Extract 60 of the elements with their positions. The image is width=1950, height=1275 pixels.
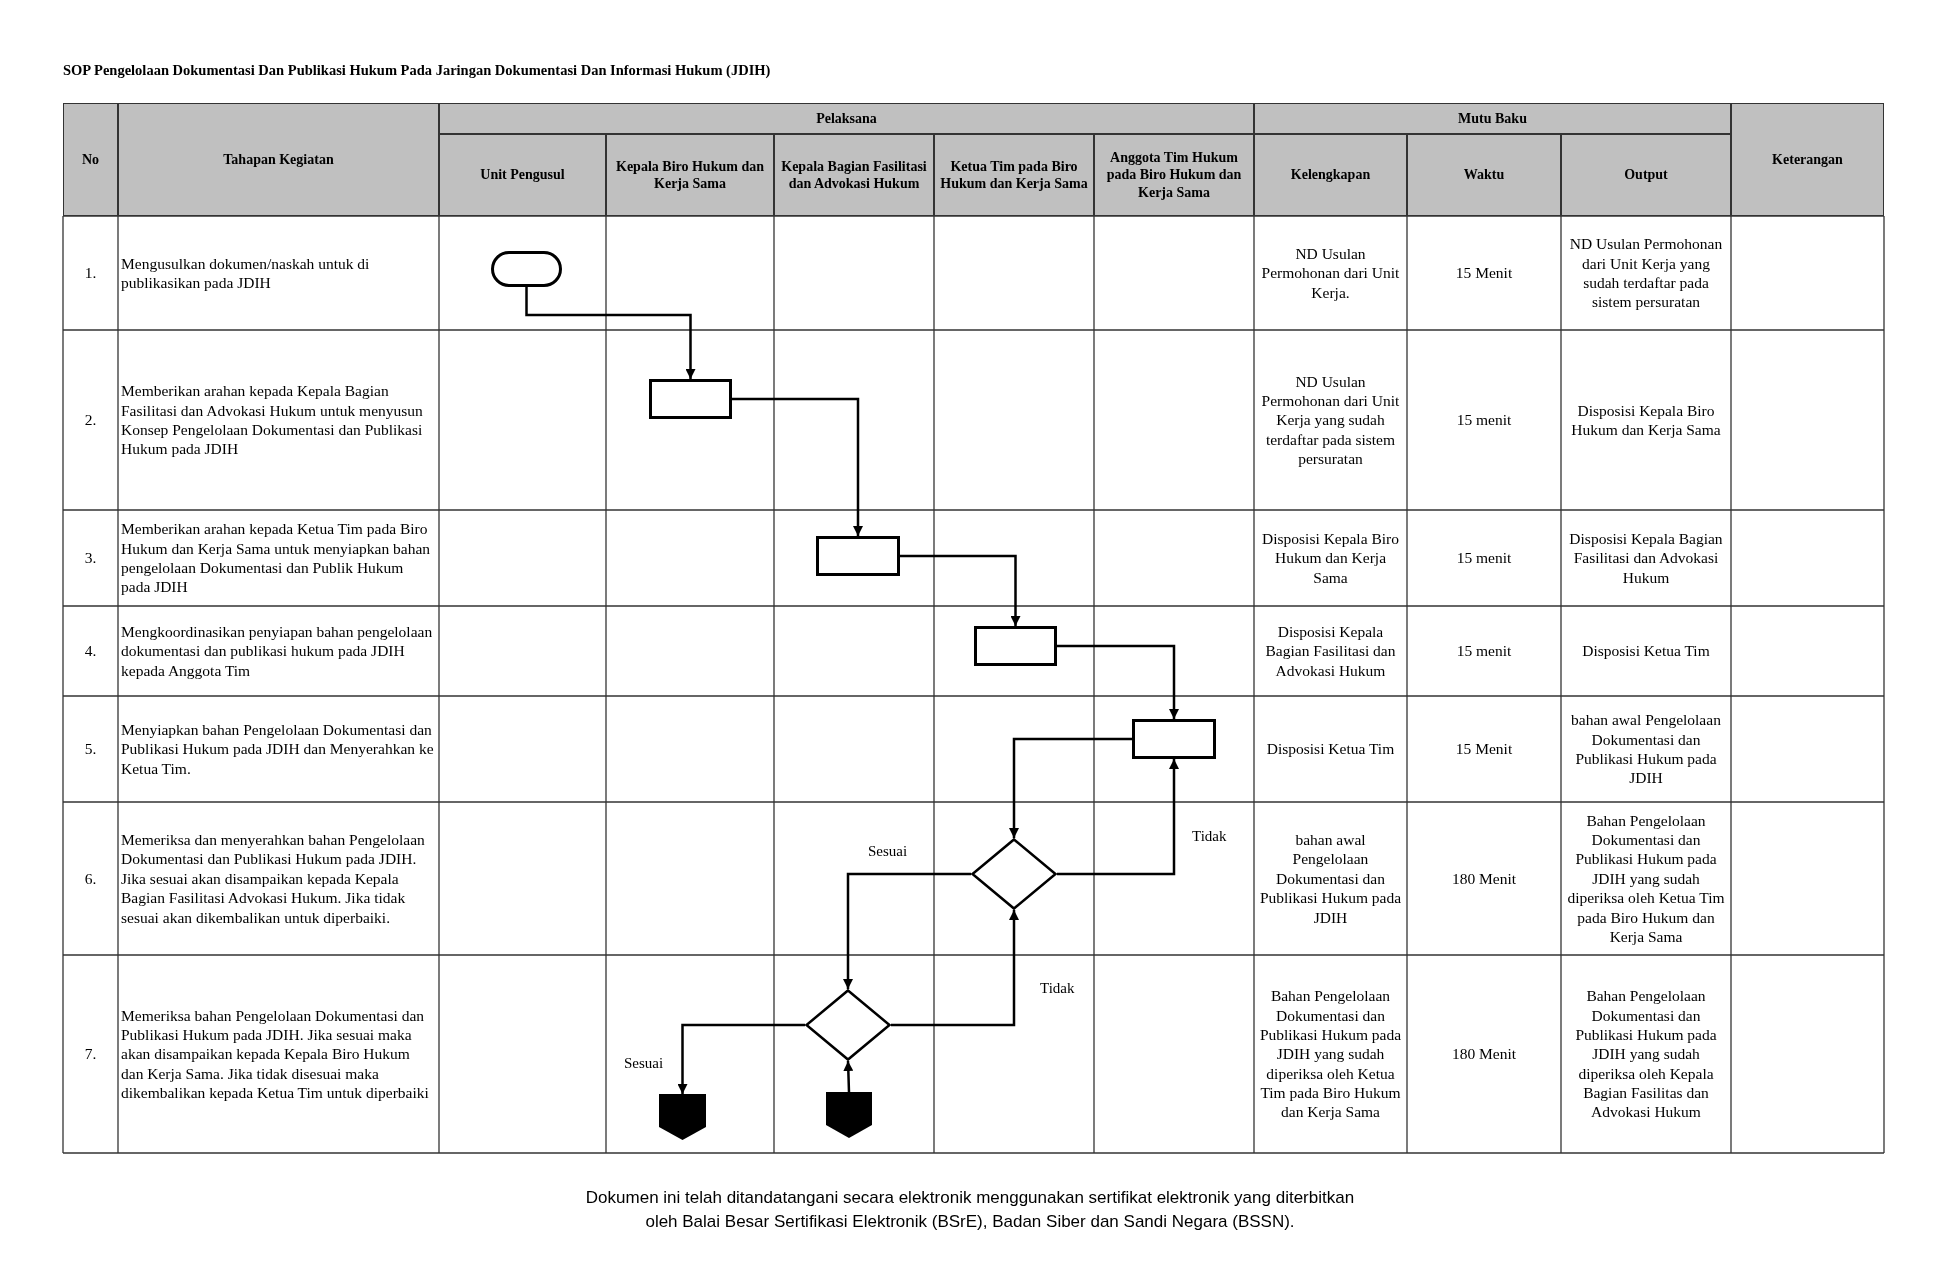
column-header: Mutu Baku <box>1254 103 1731 134</box>
arrow <box>677 1023 805 1094</box>
arrow <box>1009 737 1132 838</box>
table-cell-text: bahan awal Pengelolaan Dokumentasi dan Publikasi Hukum pada JDIH <box>1570 710 1722 789</box>
footer-note: Dokumen ini telah ditandatangani secara elektronik menggunakan sertifikat elektronik yang diterbitkan oleh Balai Besar Sertifikasi Elektronik (BSrE), Badan Siber dan Sandi Negara (BSSN). <box>584 1187 1356 1233</box>
table-cell-text: Disposisi Ketua Tim <box>1265 739 1396 760</box>
table-cell-text: 15 Menit <box>1454 739 1514 760</box>
step-number: 4. <box>83 641 98 662</box>
table-cell-text: Disposisi Kepala Biro Hukum dan Kerja Sama <box>1261 528 1400 588</box>
table-cell-text: 180 Menit <box>1450 1044 1518 1065</box>
column-header: Pelaksana <box>439 103 1254 134</box>
arrow <box>732 397 863 536</box>
arrow <box>525 287 696 379</box>
column-header: Kepala Bagian Fasilitasi dan Advokasi Hukum <box>774 134 934 216</box>
table-cell-text: Disposisi Ketua Tim <box>1581 641 1711 662</box>
column-header: Unit Pengusul <box>439 134 606 216</box>
column-header: Output <box>1561 134 1731 216</box>
column-header: Kepala Biro Hukum dan Kerja Sama <box>606 134 774 216</box>
step-number: 2. <box>83 410 98 431</box>
step-number: 7. <box>83 1044 98 1065</box>
table-cell-text: bahan awal Pengelolaan Dokumentasi dan Publikasi Hukum pada JDIH <box>1258 830 1403 928</box>
column-header: Kelengkapan <box>1254 134 1407 216</box>
step-description: Memeriksa bahan Pengelolaan Dokumentasi dan Publikasi Hukum pada JDIH. Jika sesuai maka akan disampaikan kepada Kepala Biro Hukum dan Kerja Sama. Jika tidak disesuai maka dikembalikan kepada Ketua Tim untuk diperbaiki <box>120 1005 430 1104</box>
table-cell-text: Bahan Pengelolaan Dokumentasi dan Publikasi Hukum pada JDIH yang sudah diperiksa oleh Ketua Tim pada Biro Hukum dan Kerja Sama <box>1566 810 1726 947</box>
step-number: 3. <box>83 548 98 569</box>
table-cell-text: ND Usulan Permohonan dari Unit Kerja yang sudah terdaftar pada sistem persuratan <box>1568 234 1724 313</box>
step-number: 6. <box>83 868 98 889</box>
step-description: Mengusulkan dokumen/naskah untuk di publikasikan pada JDIH <box>120 253 371 293</box>
column-header: Keterangan <box>1731 103 1884 216</box>
column-header: Anggota Tim Hukum pada Biro Hukum dan Kerja Sama <box>1094 134 1254 216</box>
step-description: Mengkoordinasikan penyiapan bahan pengelolaan dokumentasi dan publikasi hukum pada JDIH kepada Anggota Tim <box>120 621 434 681</box>
table-cell-text: Disposisi Kepala Bagian Fasilitasi dan Advokasi Hukum <box>1568 528 1724 588</box>
table-cell-text: Bahan Pengelolaan Dokumentasi dan Publikasi Hukum pada JDIH yang sudah diperiksa oleh Kepala Bagian Fasilitas dan Advokasi Hukum <box>1574 986 1718 1123</box>
table-cell-text: 15 menit <box>1455 410 1513 431</box>
title: SOP Pengelolaan Dokumentasi Dan Publikasi Hukum Pada Jaringan Dokumentasi Dan Informasi Hukum (JDIH) <box>63 62 771 79</box>
step-description: Memberikan arahan kepada Ketua Tim pada Biro Hukum dan Kerja Sama untuk menyiapkan bahan pengelolaan Dokumentasi dan Publik Hukum pada JDIH <box>120 519 432 598</box>
arrow <box>843 872 971 989</box>
step-description: Memberikan arahan kepada Kepala Bagian Fasilitasi dan Advokasi Hukum untuk menyusun Konsep Pengelolaan Dokumentasi dan Publikasi Hukum pada JDIH <box>120 381 424 460</box>
table-cell-text: 15 menit <box>1455 641 1513 662</box>
column-header: Waktu <box>1407 134 1561 216</box>
table-cell-text: Bahan Pengelolaan Dokumentasi dan Publikasi Hukum pada JDIH yang sudah diperiksa oleh Ketua Tim pada Biro Hukum dan Kerja Sama <box>1258 986 1403 1123</box>
step-description: Menyiapkan bahan Pengelolaan Dokumentasi dan Publikasi Hukum pada JDIH dan Menyerahkan ke Ketua Tim. <box>120 719 435 779</box>
arrow <box>843 1060 854 1093</box>
table-cell-text: Disposisi Kepala Biro Hukum dan Kerja Sama <box>1570 400 1722 440</box>
arrow <box>1057 759 1179 876</box>
table-cell-text: 180 Menit <box>1450 868 1518 889</box>
table-cell-text: ND Usulan Permohonan dari Unit Kerja. <box>1260 243 1401 303</box>
arrow <box>1057 644 1179 719</box>
arrow <box>900 554 1021 626</box>
column-header: Ketua Tim pada Biro Hukum dan Kerja Sama <box>934 134 1094 216</box>
step-description: Memeriksa dan menyerahkan bahan Pengelolaan Dokumentasi dan Publikasi Hukum pada JDIH. Jika sesuai akan disampaikan kepada Kepala Bagian Fasilitasi Advokasi Hukum. Jika tidak sesuai akan dikembalikan untuk diperbaiki. <box>120 830 426 928</box>
table-cell-text: Disposisi Kepala Bagian Fasilitasi dan Advokasi Hukum <box>1264 621 1397 681</box>
column-header: Tahapan Kegiatan <box>118 103 439 216</box>
step-number: 1. <box>83 263 98 284</box>
table-cell-text: 15 Menit <box>1454 263 1514 284</box>
step-number: 5. <box>83 739 98 760</box>
table-cell-text: 15 menit <box>1455 548 1513 569</box>
arrow <box>891 910 1019 1027</box>
table-cell-text: ND Usulan Permohonan dari Unit Kerja yang sudah terdaftar pada sistem persuratan <box>1260 371 1401 470</box>
column-header: No <box>63 103 118 216</box>
